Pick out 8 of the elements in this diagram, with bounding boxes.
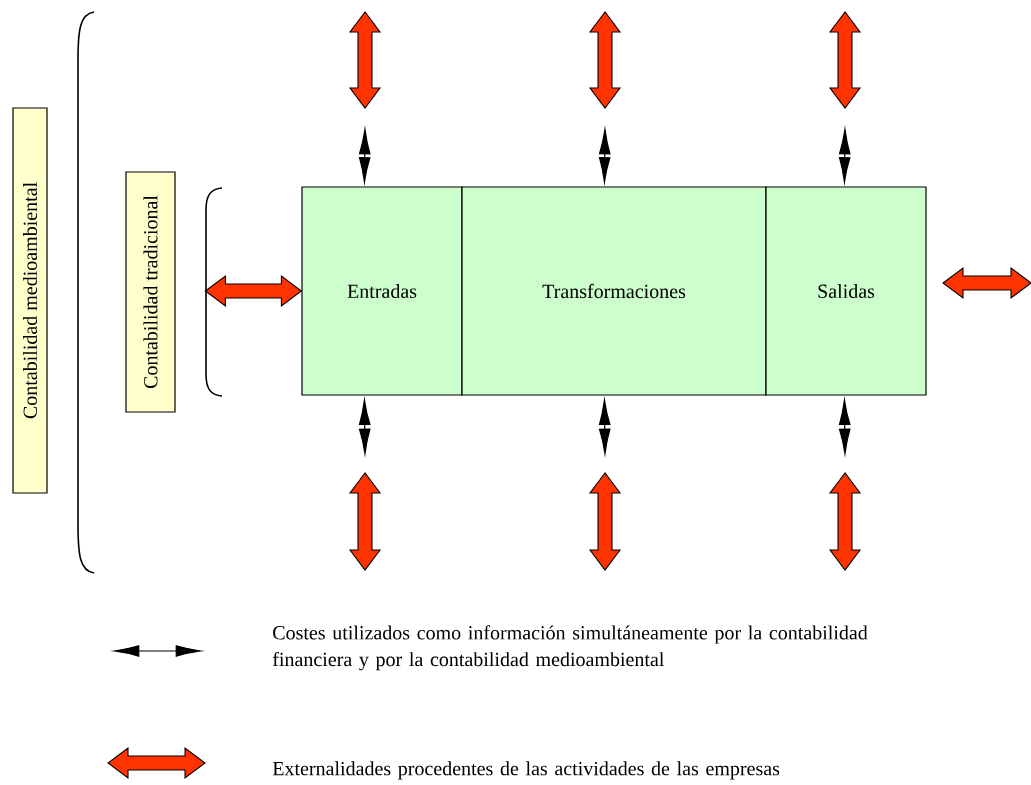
label-box: Contabilidad tradicional (125, 171, 176, 413)
process-box: Entradas (301, 186, 463, 396)
process-box: Transformaciones (461, 186, 767, 396)
process-box: Salidas (765, 186, 927, 396)
label-box: Contabilidad medioambiental (12, 107, 48, 494)
legend-text: Costes utilizados como información simultáneamente por la contabilidad financiera y por la contabilidad medioambiental (272, 625, 868, 671)
double-block-arrow (204, 274, 303, 308)
legend-text: Externalidades procedentes de las actividades de las empresas (272, 761, 780, 780)
